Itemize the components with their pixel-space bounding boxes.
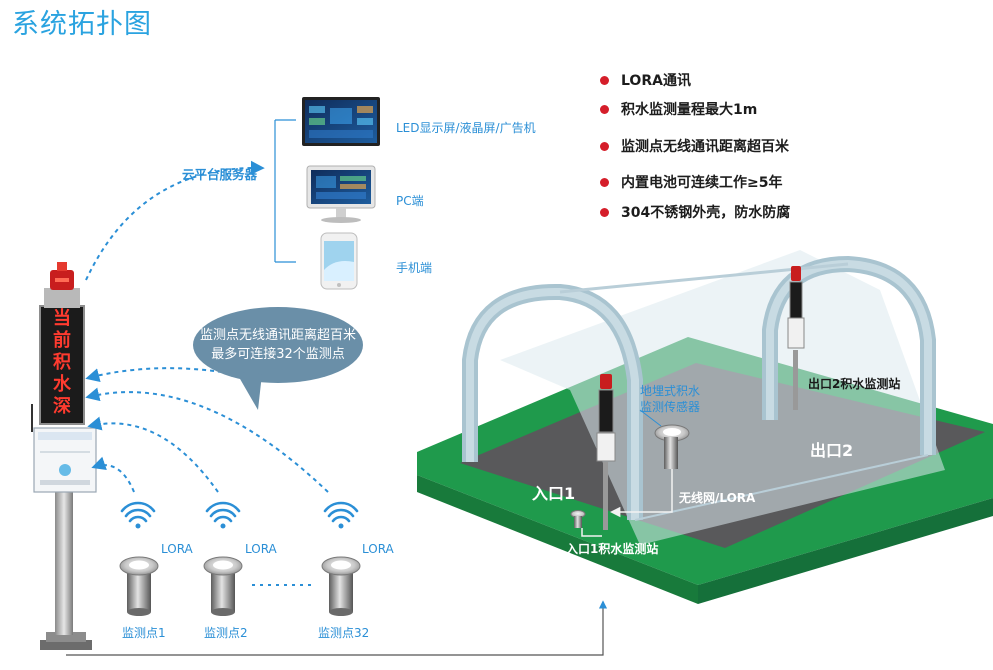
wifi-dot <box>135 523 141 529</box>
wifi-icon <box>120 501 156 523</box>
bubble-arrow <box>85 367 223 382</box>
terminal-bracket <box>274 119 296 263</box>
cloud-server-label: 云平台服务器 <box>182 167 258 182</box>
info-bubble <box>193 307 363 410</box>
entrance-station-label: 入口1积水监测站 <box>566 542 659 556</box>
exit-station-label: 出口2积水监测站 <box>808 377 901 391</box>
sensor-device-32 <box>321 556 361 616</box>
lora-label: LORA <box>161 542 193 556</box>
bullet-icon <box>600 177 609 187</box>
uplink-arrow <box>85 160 265 281</box>
pc-device <box>306 165 376 223</box>
feature-item: 304不锈钢外壳，防水防腐 <box>600 202 790 222</box>
wifi-icon <box>323 501 359 523</box>
bullet-icon <box>600 141 609 151</box>
feature-item: LORA通讯 <box>600 70 691 90</box>
buried-sensor-line: 监测传感器 <box>640 400 701 414</box>
bubble-line: 监测点无线通讯距离超百米 <box>199 328 356 343</box>
sensor-device-1 <box>119 556 159 616</box>
sensor-label: 监测点32 <box>318 626 370 640</box>
led-terminal-label: LED显示屏/液晶屏/广告机 <box>396 121 536 135</box>
led-char: 前 <box>53 330 71 351</box>
feature-item: 内置电池可连续工作≥5年 <box>600 172 782 192</box>
buried-sensor-line: 地埋式积水 <box>640 384 701 398</box>
bullet-icon <box>600 104 609 114</box>
wireless-label: 无线网/LORA <box>679 491 756 505</box>
pc-terminal-label: PC端 <box>396 194 424 208</box>
wifi-dot <box>338 523 344 529</box>
lora-label: LORA <box>362 542 394 556</box>
tunnel-scene <box>417 250 993 604</box>
led-char: 当 <box>53 308 71 329</box>
bubble-text: 监测点无线通讯距离超百米 最多可连接32个监测点 <box>198 326 358 364</box>
wifi-dot <box>220 523 226 529</box>
connector-line <box>66 600 608 656</box>
sensor-label: 监测点2 <box>204 626 248 640</box>
phone-terminal-label: 手机端 <box>396 261 433 275</box>
sensor32-arrow <box>85 387 329 493</box>
sensor1-arrow <box>91 456 135 493</box>
led-char: 深 <box>53 396 71 417</box>
roadside-monitoring-station <box>31 262 97 650</box>
wifi-icon <box>205 501 241 523</box>
led-char: 积 <box>53 352 71 373</box>
sensor2-arrow <box>87 416 219 493</box>
buried-sensor-label: 地埋式积水 监测传感器 <box>640 383 700 415</box>
led-message: 当 前 积 水 深 <box>40 308 84 418</box>
phone-device <box>320 232 358 290</box>
exit-label: 出口2 <box>810 441 854 460</box>
sensor-device-2 <box>203 556 243 616</box>
bullet-icon <box>600 207 609 217</box>
led-char: 水 <box>53 374 71 395</box>
lora-label: LORA <box>245 542 277 556</box>
entrance-label: 入口1 <box>532 484 576 503</box>
feature-item: 监测点无线通讯距离超百米 <box>600 136 789 156</box>
sensor-label: 监测点1 <box>122 626 166 640</box>
feature-item: 积水监测量程最大1m <box>600 99 757 119</box>
page-title: 系统拓扑图 <box>12 9 152 40</box>
bullet-icon <box>600 75 609 85</box>
bubble-line: 最多可连接32个监测点 <box>211 347 345 362</box>
led-screen-device <box>302 97 380 146</box>
